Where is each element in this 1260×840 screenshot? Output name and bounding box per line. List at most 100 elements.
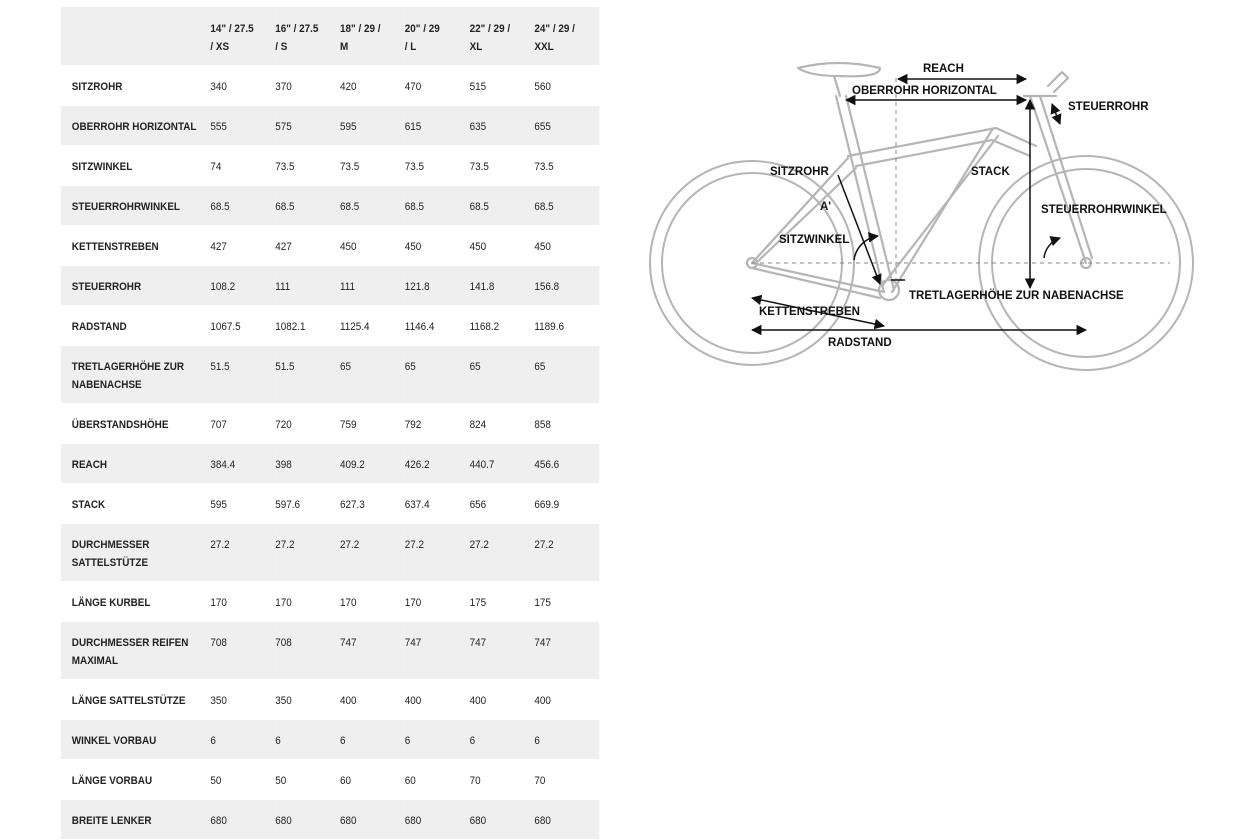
table-cell: 68.5 xyxy=(210,200,230,213)
header-corner-cell xyxy=(61,7,211,65)
size-header-s: 16" / 27.5/ S xyxy=(275,7,340,65)
table-cell: 340 xyxy=(210,80,227,93)
table-cell: 655 xyxy=(534,120,551,133)
table-cell: 398 xyxy=(275,458,292,471)
row-label: LÄNGE SATTELSTÜTZE xyxy=(71,694,186,707)
table-cell: 108.2 xyxy=(210,280,236,293)
table-cell: 637.4 xyxy=(404,498,430,511)
table-cell: 635 xyxy=(469,120,487,133)
table-cell: 6 xyxy=(469,734,476,747)
table-cell: 50 xyxy=(275,774,287,787)
size-header-row: 14" / 27.5/ XS 16" / 27.5/ S 18" / 29 /M… xyxy=(61,7,600,65)
table-cell: 420 xyxy=(340,80,357,93)
table-cell: 111 xyxy=(340,280,356,293)
label-reach: REACH xyxy=(923,63,964,75)
table-cell: 656 xyxy=(469,498,487,511)
table-cell: 6 xyxy=(275,734,281,747)
table-cell: 680 xyxy=(210,814,227,827)
table-cell: 1146.4 xyxy=(404,320,435,333)
table-cell: 27.2 xyxy=(210,538,230,551)
table-cell: 175 xyxy=(534,596,551,609)
table-cell: 111 xyxy=(275,280,291,293)
table-cell: 170 xyxy=(340,596,357,609)
table-cell: 6 xyxy=(534,734,540,747)
table-cell: 68.5 xyxy=(404,200,425,213)
table-cell: 597.6 xyxy=(275,498,300,511)
table-cell: 669.9 xyxy=(534,498,560,511)
label-steuerrohrwinkel: STEUERROHRWINKEL xyxy=(1041,204,1167,216)
table-cell: 708 xyxy=(275,636,292,649)
row-label: BREITE LENKER xyxy=(71,814,152,827)
table-cell: 65 xyxy=(469,360,481,373)
table-cell: 680 xyxy=(275,814,292,827)
table-cell: 400 xyxy=(404,694,422,707)
row-label: RADSTAND xyxy=(71,320,127,333)
table-cell: 400 xyxy=(469,694,487,707)
geometry-table: 14" / 27.5/ XS 16" / 27.5/ S 18" / 29 /M… xyxy=(61,7,600,839)
table-cell: 450 xyxy=(534,240,551,253)
table-cell: 68.5 xyxy=(469,200,489,213)
table-cell: 680 xyxy=(340,814,357,827)
table-cell: 51.5 xyxy=(275,360,295,373)
table-cell: 68.5 xyxy=(340,200,360,213)
row-label: ÜBERSTANDSHÖHE xyxy=(71,418,169,431)
table-cell: 595 xyxy=(340,120,357,133)
table-cell: 792 xyxy=(404,418,422,431)
table-cell: 426.2 xyxy=(404,458,430,471)
table-cell: 350 xyxy=(210,694,227,707)
table-cell: 615 xyxy=(404,120,422,133)
label-a-mark: A' xyxy=(820,201,831,213)
row-label: LÄNGE KURBEL xyxy=(71,596,151,609)
table-cell: 51.5 xyxy=(210,360,230,373)
table-cell: 27.2 xyxy=(275,538,295,551)
size-header-xs: 14" / 27.5/ XS xyxy=(210,7,276,65)
table-cell: 65 xyxy=(534,360,546,373)
table-cell: 60 xyxy=(340,774,352,787)
table-cell: 450 xyxy=(404,240,422,253)
row-label: SITZROHR xyxy=(71,80,123,93)
table-cell: 370 xyxy=(275,80,292,93)
label-stack: STACK xyxy=(971,166,1010,178)
table-cell: 175 xyxy=(469,596,487,609)
table-cell: 747 xyxy=(404,636,422,649)
table-cell: 560 xyxy=(534,80,551,93)
row-label: WINKEL VORBAU xyxy=(71,734,157,747)
table-cell: 121.8 xyxy=(404,280,430,293)
table-cell: 1189.6 xyxy=(534,320,564,333)
bike-geometry-diagram: REACH OBERROHR HORIZONTAL STEUERROHR SIT… xyxy=(649,61,1194,371)
table-cell: 680 xyxy=(534,814,551,827)
table-cell: 27.2 xyxy=(404,538,425,551)
label-kettenstreben: KETTENSTREBEN xyxy=(759,306,860,318)
table-cell: 27.2 xyxy=(534,538,554,551)
size-header-m: 18" / 29 /M xyxy=(340,7,405,65)
table-cell: 73.5 xyxy=(404,160,425,173)
table-cell: 400 xyxy=(534,694,551,707)
table-cell: 440.7 xyxy=(469,458,495,471)
table-cell: 1125.4 xyxy=(340,320,370,333)
table-cell: 74 xyxy=(210,160,222,173)
table-cell: 708 xyxy=(210,636,227,649)
row-label: SITZWINKEL xyxy=(71,160,133,173)
table-cell: 170 xyxy=(275,596,292,609)
table-cell: 824 xyxy=(469,418,487,431)
table-cell: 60 xyxy=(404,774,416,787)
table-cell: 409.2 xyxy=(340,458,365,471)
table-cell: 350 xyxy=(275,694,292,707)
table-cell: 156.8 xyxy=(534,280,560,293)
table-cell: 68.5 xyxy=(275,200,295,213)
table-cell: 70 xyxy=(469,774,481,787)
table-cell: 50 xyxy=(210,774,222,787)
label-tretlagerhoehe: TRETLAGERHÖHE ZUR NABENACHSE xyxy=(909,289,1124,302)
size-header-l: 20" / 29/ L xyxy=(404,7,470,65)
